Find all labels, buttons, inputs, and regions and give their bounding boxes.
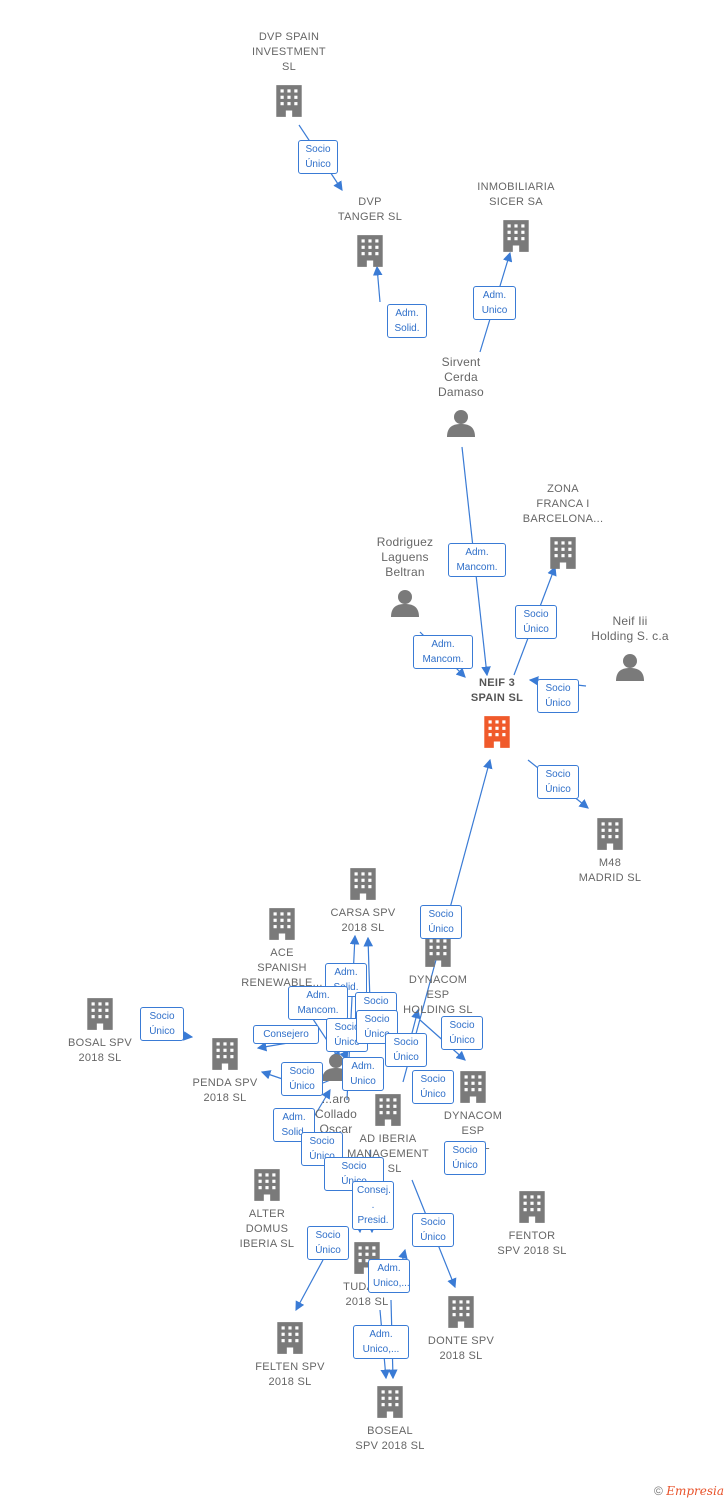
building-icon[interactable] <box>597 818 623 850</box>
edge-line-26 <box>295 1259 324 1312</box>
node-label[interactable]: DONTE SPV 2018 SL <box>427 1335 495 1362</box>
building-icon[interactable] <box>87 998 113 1030</box>
node-label[interactable]: BOSAL SPV 2018 SL <box>67 1037 133 1064</box>
edge-label[interactable]: Consej. . Presid. <box>352 1181 394 1230</box>
node-label[interactable]: CARSA SPV 2018 SL <box>330 907 396 934</box>
node-donte[interactable]: DONTE SPV 2018 SL <box>391 1334 531 1364</box>
node-label[interactable]: FENTOR SPV 2018 SL <box>497 1230 567 1257</box>
node-penda[interactable]: PENDA SPV 2018 SL <box>155 1076 295 1106</box>
building-icon[interactable] <box>503 220 529 252</box>
building-icon[interactable] <box>550 537 576 569</box>
edge-label[interactable]: Socio Único <box>140 1007 184 1041</box>
building-icon[interactable] <box>484 716 510 748</box>
node-label[interactable]: FELTEN SPV 2018 SL <box>255 1361 325 1388</box>
edge-label[interactable]: Socio Único <box>301 1132 343 1166</box>
node-carsa[interactable]: CARSA SPV 2018 SL <box>293 906 433 936</box>
building-icon[interactable] <box>519 1191 545 1223</box>
edge-label[interactable]: Adm. Mancom. <box>288 986 348 1020</box>
edge-label[interactable]: Socio Único <box>307 1226 349 1260</box>
building-icon[interactable] <box>212 1038 238 1070</box>
node-alter[interactable]: ALTER DOMUS IBERIA SL <box>197 1207 337 1252</box>
node-label[interactable]: ALTER DOMUS IBERIA SL <box>239 1208 295 1250</box>
person-icon[interactable] <box>447 410 475 437</box>
node-bosal[interactable]: BOSAL SPV 2018 SL <box>30 1036 170 1066</box>
footer: © Empresia <box>654 1484 724 1498</box>
node-m48[interactable]: M48 MADRID SL <box>540 856 680 886</box>
node-label[interactable]: DVP TANGER SL <box>337 196 403 223</box>
node-fentor[interactable]: FENTOR SPV 2018 SL <box>462 1229 602 1259</box>
node-label[interactable]: DYNACOM ESP HOLDING SL <box>403 974 473 1016</box>
edge-label[interactable]: Socio Único <box>326 1018 368 1052</box>
edge-label[interactable]: Adm. Unico,... <box>368 1259 410 1293</box>
copyright-icon: © <box>654 1484 663 1498</box>
node-inmobiliaria[interactable]: INMOBILIARIA SICER SA <box>446 180 586 210</box>
person-icon[interactable] <box>616 654 644 681</box>
node-rodriguez[interactable]: Rodriguez Laguens Beltran <box>335 535 475 580</box>
building-icon[interactable] <box>377 1386 403 1418</box>
edge-label[interactable]: Socio Único <box>412 1070 454 1104</box>
node-label[interactable]: Neif Iii Holding S. c.a <box>591 614 669 643</box>
node-label[interactable]: INMOBILIARIA SICER SA <box>477 181 555 208</box>
node-dvp-spain[interactable]: DVP SPAIN INVESTMENT SL <box>219 30 359 75</box>
brand-logo[interactable]: Empresia <box>666 1484 724 1498</box>
node-neif3[interactable]: NEIF 3 SPAIN SL <box>427 676 567 706</box>
node-label[interactable]: PENDA SPV 2018 SL <box>192 1077 258 1104</box>
node-tudal[interactable]: TUDAL... 2018 SL <box>297 1280 437 1310</box>
building-icon[interactable] <box>350 868 376 900</box>
building-icon[interactable] <box>425 935 451 967</box>
node-dvp-tanger[interactable]: DVP TANGER SL <box>300 195 440 225</box>
edge-label[interactable]: Consejero <box>253 1025 319 1044</box>
node-label[interactable]: TUDAL... 2018 SL <box>343 1281 391 1308</box>
edge-label[interactable]: Adm. Unico,... <box>353 1325 409 1359</box>
edge-label[interactable]: Socio Único <box>441 1016 483 1050</box>
edge-label[interactable]: Adm. Solid. <box>387 304 427 338</box>
edge-label[interactable]: Socio Único <box>444 1141 486 1175</box>
edge-label[interactable]: Socio Único <box>385 1033 427 1067</box>
edge-label[interactable]: Socio Único <box>281 1062 323 1096</box>
edge-label[interactable]: Adm. Unico <box>342 1057 384 1091</box>
node-label[interactable]: ZONA FRANCA I BARCELONA... <box>522 483 604 525</box>
edge-label[interactable]: Socio Único <box>298 140 338 174</box>
building-icon[interactable] <box>448 1296 474 1328</box>
node-dynacom-holding[interactable]: DYNACOM ESP HOLDING SL <box>368 973 508 1018</box>
building-icon[interactable] <box>277 1322 303 1354</box>
building-icon[interactable] <box>254 1169 280 1201</box>
building-icon[interactable] <box>357 235 383 267</box>
edge-label[interactable]: Socio Único <box>537 765 579 799</box>
node-label[interactable]: NEIF 3 SPAIN SL <box>470 677 524 704</box>
node-label[interactable]: BOSEAL SPV 2018 SL <box>355 1425 425 1452</box>
building-icon[interactable] <box>276 85 302 117</box>
edge-label[interactable]: Adm. Mancom. <box>448 543 506 577</box>
edge-label[interactable]: Socio Único <box>420 905 462 939</box>
node-label[interactable]: Sirvent Cerda Damaso <box>438 355 484 399</box>
node-ace[interactable]: ACE SPANISH RENEWABLE... <box>212 946 352 991</box>
edge-line-1 <box>372 265 383 303</box>
node-label[interactable]: M48 MADRID SL <box>578 857 642 884</box>
node-sirvent[interactable]: Sirvent Cerda Damaso <box>391 355 531 400</box>
node-label[interactable]: Rodriguez Laguens Beltran <box>376 535 434 579</box>
node-neif-iii[interactable]: Neif Iii Holding S. c.a <box>560 614 700 644</box>
edge-label[interactable]: Socio Único <box>537 679 579 713</box>
node-boseal[interactable]: BOSEAL SPV 2018 SL <box>320 1424 460 1454</box>
node-label[interactable]: DVP SPAIN INVESTMENT SL <box>252 31 326 73</box>
edge-label[interactable]: Socio Único <box>515 605 557 639</box>
node-zona-franca[interactable]: ZONA FRANCA I BARCELONA... <box>493 482 633 527</box>
building-icon[interactable] <box>460 1071 486 1103</box>
building-icon[interactable] <box>269 908 295 940</box>
edge-label[interactable]: Socio Único <box>412 1213 454 1247</box>
node-felten[interactable]: FELTEN SPV 2018 SL <box>220 1360 360 1390</box>
node-label[interactable]: ACE SPANISH RENEWABLE... <box>241 947 323 989</box>
edge-label[interactable]: Adm. Unico <box>473 286 516 320</box>
person-icon[interactable] <box>391 590 419 617</box>
edge-label[interactable]: Adm. Mancom. <box>413 635 473 669</box>
